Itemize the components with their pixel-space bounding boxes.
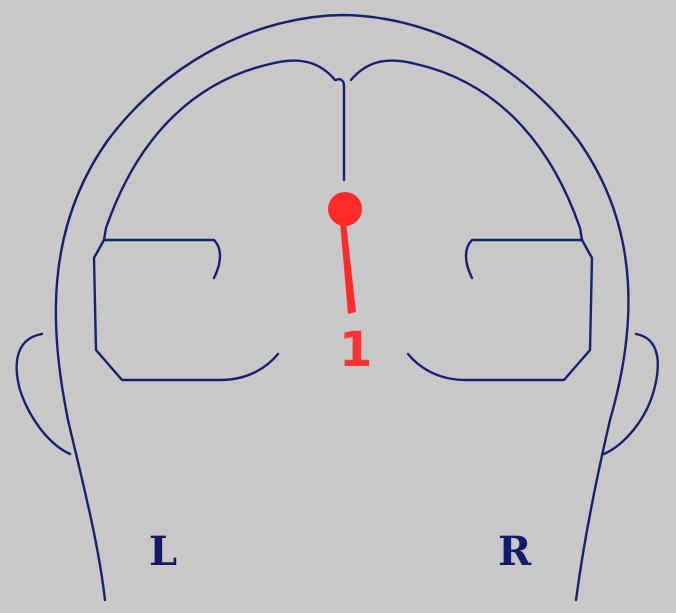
left-side-label: L (149, 532, 177, 572)
right-hemisphere (351, 61, 582, 278)
left-temporal-lobe (94, 240, 278, 380)
right-temporal-lobe (408, 240, 592, 380)
electrode-number-label: 1 (339, 322, 372, 378)
left-hemisphere (104, 61, 335, 278)
left-ear (17, 334, 70, 454)
skull-outline (56, 15, 629, 600)
longitudinal-fissure (336, 79, 344, 180)
right-ear (604, 334, 658, 454)
right-side-label: R (498, 532, 531, 572)
electrode-marker (328, 192, 362, 226)
electrode-track (340, 222, 356, 314)
